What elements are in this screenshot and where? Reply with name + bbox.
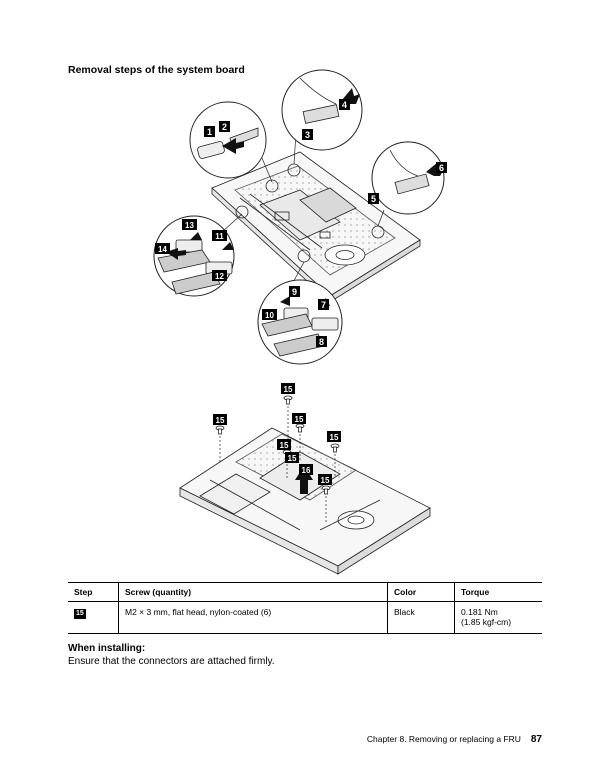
- section-heading: Removal steps of the system board: [68, 64, 245, 76]
- svg-text:15: 15: [295, 415, 304, 424]
- svg-text:15: 15: [330, 433, 339, 442]
- callout-12: 12: [212, 270, 227, 281]
- torque-nm: 0.181 Nm: [461, 607, 498, 617]
- svg-text:15: 15: [284, 385, 293, 394]
- screw-torque-table: Step Screw (quantity) Color Torque 15 M2…: [68, 582, 542, 634]
- callout-badges-top: 1 2 3 4 5 6 7 8 9 10 11 12 13 14: [155, 99, 447, 347]
- svg-text:10: 10: [265, 311, 274, 320]
- svg-text:8: 8: [319, 337, 324, 347]
- callout-7: 7: [318, 299, 329, 310]
- svg-text:9: 9: [292, 287, 297, 297]
- svg-text:3: 3: [305, 130, 310, 140]
- torque-cell: 0.181 Nm (1.85 kgf-cm): [454, 601, 542, 634]
- svg-text:15: 15: [321, 476, 330, 485]
- svg-text:1: 1: [207, 127, 212, 137]
- torque-kgf: (1.85 kgf-cm): [461, 617, 512, 627]
- install-note-text: Ensure that the connectors are attached …: [68, 656, 275, 667]
- svg-text:2: 2: [222, 122, 227, 132]
- callout-10: 10: [262, 309, 277, 320]
- svg-text:13: 13: [185, 221, 194, 230]
- step-cell: 15: [68, 601, 119, 634]
- callout-15-c: 15: [292, 413, 306, 424]
- table-row: 15 M2 × 3 mm, flat head, nylon-coated (6…: [68, 601, 542, 634]
- svg-text:14: 14: [158, 245, 167, 254]
- svg-text:15: 15: [288, 454, 297, 463]
- chapter-title: Chapter 8. Removing or replacing a FRU: [366, 734, 521, 744]
- callout-16: 16: [299, 464, 313, 475]
- callout-14: 14: [155, 243, 170, 254]
- svg-text:4: 4: [342, 100, 347, 110]
- screw-icon: [321, 485, 331, 495]
- svg-text:12: 12: [215, 272, 224, 281]
- callout-15-g: 15: [318, 474, 332, 485]
- callout-11: 11: [212, 230, 227, 241]
- screw-icon: [283, 395, 293, 405]
- column-header-color: Color: [387, 582, 455, 602]
- step-badge: 15: [74, 609, 86, 619]
- screw-guides: [219, 402, 336, 524]
- callout-8: 8: [316, 336, 327, 347]
- column-header-screw: Screw (quantity): [118, 582, 388, 602]
- callout-15-f: 15: [285, 452, 299, 463]
- screw-icon: [330, 443, 340, 453]
- callout-9: 9: [289, 286, 300, 297]
- callout-3: 3: [302, 129, 313, 140]
- install-note-title: When installing:: [68, 643, 146, 654]
- callout-15-e: 15: [277, 439, 291, 450]
- table-header-row: Step Screw (quantity) Color Torque: [68, 582, 542, 602]
- svg-text:15: 15: [280, 441, 289, 450]
- connector-details: [157, 77, 430, 357]
- screw-icon: [215, 425, 225, 435]
- callout-6: 6: [436, 162, 447, 173]
- top-board-drawing: [211, 151, 421, 303]
- screw-icon: [295, 423, 305, 433]
- svg-text:5: 5: [371, 194, 376, 204]
- column-header-step: Step: [68, 582, 119, 602]
- column-header-torque: Torque: [454, 582, 542, 602]
- svg-text:7: 7: [321, 300, 326, 310]
- color-cell: Black: [387, 601, 455, 634]
- callout-15-a: 15: [281, 383, 295, 394]
- callout-13: 13: [182, 219, 197, 230]
- callout-15-d: 15: [327, 431, 341, 442]
- callout-2: 2: [219, 121, 230, 132]
- page-footer: Chapter 8. Removing or replacing a FRU 87: [367, 734, 542, 745]
- svg-text:16: 16: [302, 466, 311, 475]
- svg-text:6: 6: [439, 163, 444, 173]
- system-board-removal-illustration: 1 2 3 4 5 6 7 8 9 10 11 12 13 14: [153, 69, 447, 575]
- callout-15-b: 15: [213, 414, 227, 425]
- svg-text:11: 11: [215, 232, 224, 241]
- callout-1: 1: [204, 126, 215, 137]
- callout-badges-bottom: 15 15 15 15 15 15 16 15: [213, 383, 341, 485]
- screw-cell: M2 × 3 mm, flat head, nylon-coated (6): [118, 601, 388, 634]
- bottom-board-drawing: [179, 427, 431, 575]
- svg-text:15: 15: [216, 416, 225, 425]
- callout-5: 5: [368, 193, 379, 204]
- callout-4: 4: [339, 99, 350, 110]
- page-number: 87: [530, 734, 542, 745]
